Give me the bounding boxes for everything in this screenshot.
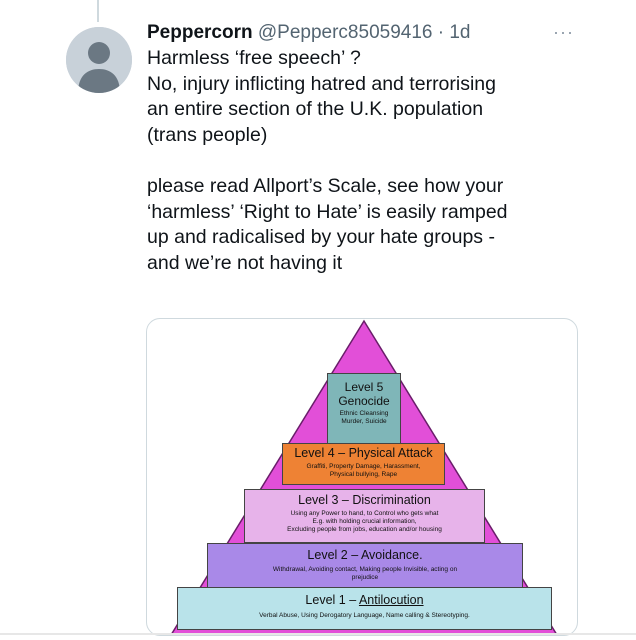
display-name[interactable]: Peppercorn <box>147 22 253 43</box>
separator-dot: · <box>437 22 445 43</box>
level-3-title: Level 3 – Discrimination <box>298 493 431 507</box>
level-2-title: Level 2 – Avoidance. <box>307 548 423 562</box>
thread-line <box>97 0 99 22</box>
avatar[interactable] <box>66 27 132 93</box>
tweet-text: Harmless ‘free speech’ ? No, injury infl… <box>147 46 587 276</box>
level-3-discrimination: Level 3 – Discrimination Using any Power… <box>244 489 485 543</box>
timestamp[interactable]: 1d <box>449 22 471 43</box>
tweet-header: Peppercorn @Pepperc85059416 · 1d <box>147 20 471 46</box>
tweet-paragraph-1: Harmless ‘free speech’ ? No, injury infl… <box>147 47 497 146</box>
level-3-detail: Using any Power to hand, to Control who … <box>287 510 442 533</box>
tweet-paragraph-2: please read Allport’s Scale, see how you… <box>147 175 508 274</box>
more-options-icon[interactable]: ··· <box>553 22 574 42</box>
level-1-title-underlined: Antilocution <box>358 593 424 607</box>
level-4-title: Level 4 – Physical Attack <box>294 446 433 460</box>
user-handle[interactable]: @Pepperc85059416 <box>257 22 433 43</box>
level-5-detail: Ethnic Cleansing Murder, Suicide <box>339 410 389 425</box>
level-5-genocide: Level 5 Genocide Ethnic Cleansing Murder… <box>327 373 401 453</box>
level-1-title: Level 1 – Antilocution <box>178 593 551 608</box>
default-profile-icon <box>66 27 132 93</box>
divider <box>0 633 636 635</box>
level-4-detail: Graffiti, Property Damage, Harassment, P… <box>306 463 421 478</box>
level-2-detail: Withdrawal, Avoiding contact, Making peo… <box>272 566 458 581</box>
level-4-physical-attack: Level 4 – Physical Attack Graffiti, Prop… <box>282 443 445 485</box>
level-5-title: Level 5 Genocide <box>338 380 390 408</box>
attached-image[interactable]: Level 5 Genocide Ethnic Cleansing Murder… <box>146 318 578 636</box>
level-1-detail: Verbal Abuse, Using Derogatory Language,… <box>259 612 470 619</box>
level-1-antilocution: Level 1 – Antilocution Verbal Abuse, Usi… <box>177 587 552 630</box>
level-1-title-prefix: Level 1 – <box>305 593 359 607</box>
level-2-avoidance: Level 2 – Avoidance. Withdrawal, Avoidin… <box>207 543 523 588</box>
